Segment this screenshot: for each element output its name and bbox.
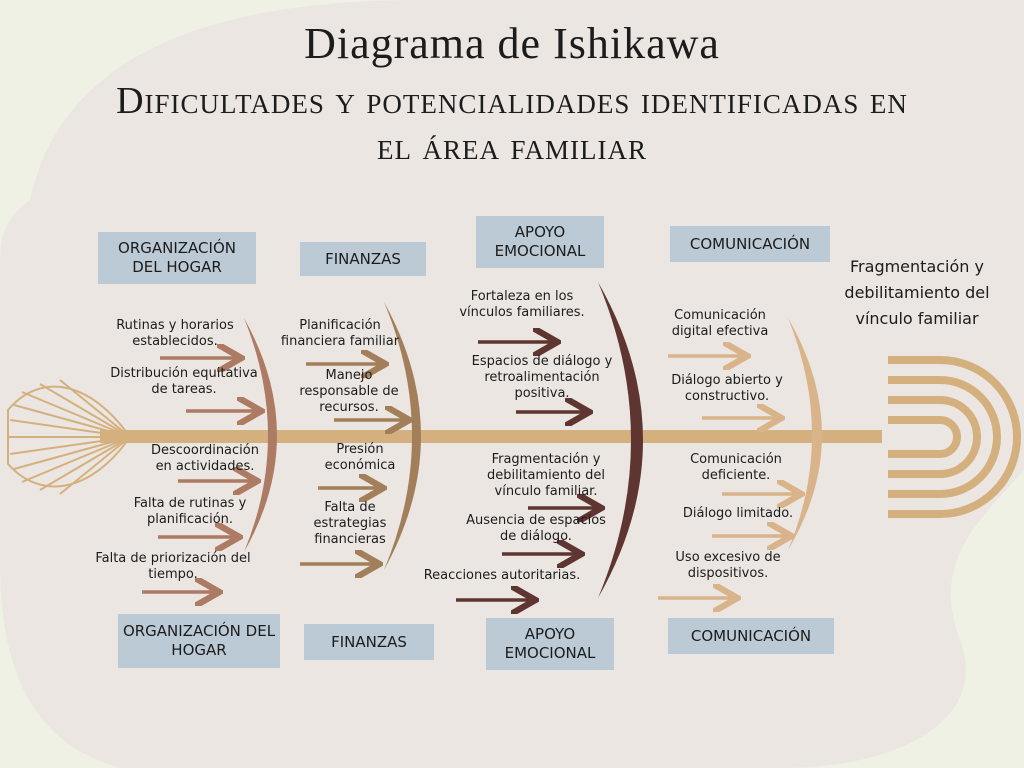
cause-fin-4: Falta de estrategias financieras xyxy=(304,500,396,548)
cause-org-1: Rutinas y horarios establecidos. xyxy=(100,318,250,350)
category-comunicacion-bottom: Comunicación xyxy=(668,618,834,654)
cause-com-3: Comunicación deficiente. xyxy=(680,452,792,484)
cause-org-4: Falta de rutinas y planificación. xyxy=(120,496,260,528)
cause-apo-3: Fragmentación y debilitamiento del víncu… xyxy=(478,452,614,500)
cause-org-3: Descoordinación en actividades. xyxy=(144,443,266,475)
cause-com-1: Comunicación digital efectiva xyxy=(664,308,776,340)
cause-com-4: Diálogo limitado. xyxy=(672,506,804,522)
category-comunicacion-top: Comunicación xyxy=(670,226,830,262)
cause-com-2: Diálogo abierto y constructivo. xyxy=(668,373,786,405)
cause-fin-2: Manejo responsable de recursos. xyxy=(290,368,408,416)
page-subtitle: Dificultades y potencialidades identific… xyxy=(110,78,914,170)
cause-fin-1: Planificación financiera familiar xyxy=(272,318,408,350)
category-finanzas-bottom: Finanzas xyxy=(304,624,434,660)
cause-com-5: Uso excesivo de dispositivos. xyxy=(666,550,790,582)
page-title: Diagrama de Ishikawa xyxy=(180,18,844,69)
cause-apo-2: Espacios de diálogo y retroalimentación … xyxy=(462,354,622,402)
cause-org-5: Falta de priorización del tiempo. xyxy=(94,551,252,583)
category-apoyo-top: Apoyo emocional xyxy=(476,216,604,268)
fish-head xyxy=(888,360,1017,514)
category-organizacion-bottom: Organización del hogar xyxy=(118,614,280,668)
cause-fin-3: Presión económica xyxy=(318,442,402,474)
category-finanzas-top: Finanzas xyxy=(300,242,426,276)
fish-spine xyxy=(100,430,882,443)
category-organizacion-top: Organización del hogar xyxy=(98,232,256,284)
category-apoyo-bottom: Apoyo emocional xyxy=(486,618,614,670)
cause-apo-5: Reacciones autoritarias. xyxy=(414,568,590,584)
cause-apo-1: Fortaleza en los vínculos familiares. xyxy=(450,289,594,321)
cause-apo-4: Ausencia de espacios de diálogo. xyxy=(460,513,612,545)
cause-org-2: Distribución equitativa de tareas. xyxy=(104,366,264,398)
effect-label: Fragmentación y debilitamiento del víncu… xyxy=(838,254,996,332)
